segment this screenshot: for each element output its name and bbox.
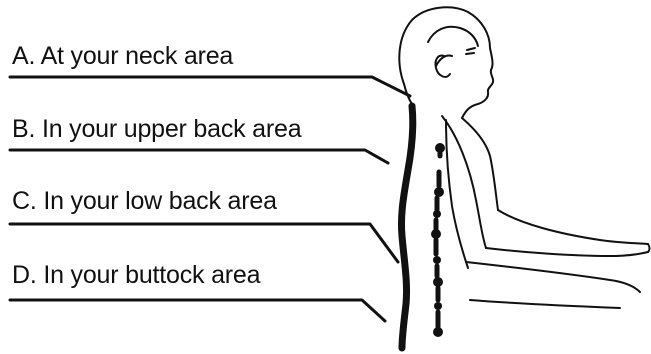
leader-lines — [10, 77, 410, 321]
body-outline — [442, 116, 650, 308]
leader-line-low-back — [10, 224, 398, 262]
leader-line-buttock — [10, 300, 385, 321]
spine-curve — [401, 106, 412, 348]
leader-line-neck — [10, 77, 410, 96]
head-outline — [399, 7, 493, 118]
leader-line-upper-back — [10, 150, 388, 163]
